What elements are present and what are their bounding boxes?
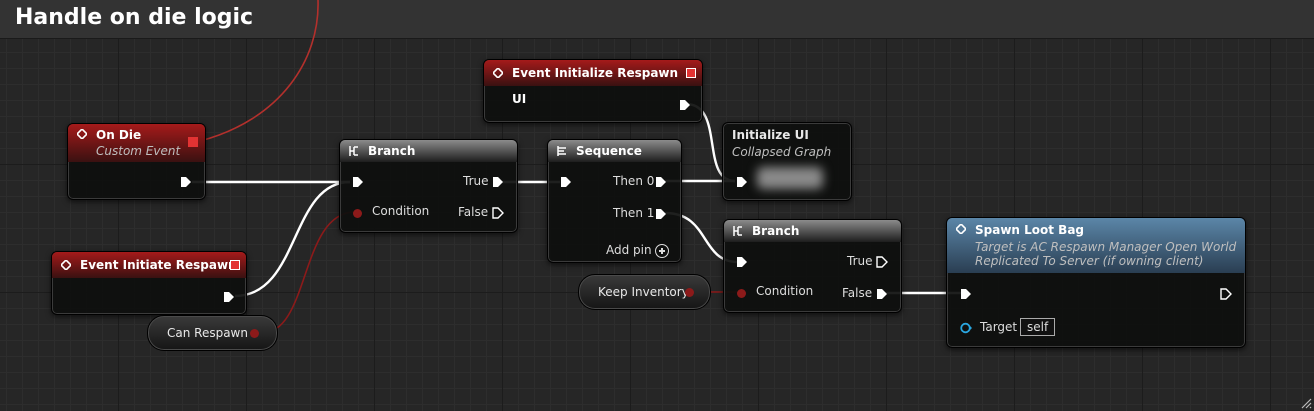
true-label: True [847, 254, 873, 268]
sequence-node[interactable]: Sequence Then 0 Then 1 Add pin [547, 139, 682, 263]
exec-out-pin[interactable] [1220, 288, 1232, 300]
exec-false-pin[interactable] [876, 288, 888, 300]
node-title: Branch [752, 224, 800, 238]
resize-grip-icon[interactable] [1300, 397, 1312, 409]
event-icon [77, 129, 87, 139]
add-pin-label[interactable]: Add pin [606, 243, 652, 257]
node-title: Event Initiate Respawn [80, 258, 237, 272]
node-title: Initialize UI [732, 128, 809, 142]
node-subtitle: Target is AC Respawn Manager Open World [975, 240, 1237, 254]
exec-in-pin[interactable] [960, 288, 972, 300]
variable-label: Can Respawn [167, 326, 248, 340]
then1-label: Then 1 [613, 206, 655, 220]
branch-node[interactable]: Branch Condition True False [339, 139, 518, 233]
then0-pin[interactable] [655, 176, 667, 188]
branch-icon [733, 226, 742, 236]
node-title: Branch [368, 144, 416, 158]
delegate-pin[interactable] [230, 260, 240, 270]
exec-out-pin[interactable] [180, 176, 192, 188]
comment-title: Handle on die logic [15, 5, 254, 30]
function-icon [956, 224, 966, 234]
target-label: Target [980, 320, 1018, 334]
node-title: Spawn Loot Bag [975, 223, 1085, 237]
initialize-ui-node[interactable]: Initialize UI Collapsed Graph [722, 122, 852, 201]
node-subtitle: Replicated To Server (if owning client) [975, 254, 1204, 268]
exec-in-pin[interactable] [560, 176, 572, 188]
then0-label: Then 0 [613, 174, 655, 188]
exec-true-pin[interactable] [876, 256, 888, 268]
branch-icon [349, 146, 358, 156]
false-label: False [458, 205, 489, 219]
reference-wire [199, 0, 319, 142]
blurred-region [757, 167, 823, 189]
can-respawn-variable[interactable]: Can Respawn [147, 315, 278, 351]
exec-out-pin[interactable] [679, 99, 691, 111]
on-die-node[interactable]: On Die Custom Event [67, 123, 206, 200]
exec-out-pin[interactable] [223, 291, 235, 303]
node-subtitle: Custom Event [96, 144, 181, 158]
condition-label: Condition [756, 284, 814, 298]
add-pin-icon[interactable] [655, 244, 669, 258]
branch-node[interactable]: Branch Condition True False [723, 219, 902, 313]
exec-false-pin[interactable] [492, 207, 504, 219]
bool-out-pin[interactable] [250, 329, 259, 338]
bool-out-pin[interactable] [685, 288, 694, 297]
exec-wire-respawn-branch [234, 180, 351, 298]
target-field[interactable]: self [1020, 318, 1056, 336]
delegate-pin[interactable] [686, 68, 696, 78]
sequence-icon [557, 146, 566, 156]
false-label: False [842, 286, 873, 300]
object-pin-icon[interactable] [960, 322, 972, 334]
condition-pin[interactable] [353, 209, 362, 218]
event-initiate-respawn-node[interactable]: Event Initiate Respawn [51, 251, 247, 315]
node-title: Sequence [576, 144, 642, 158]
event-icon [493, 68, 503, 78]
node-title: Event Initialize Respawn UI [512, 66, 679, 106]
event-icon [61, 260, 71, 270]
exec-true-pin[interactable] [492, 176, 504, 188]
node-title: On Die [96, 128, 142, 142]
variable-label: Keep Inventory [598, 285, 689, 299]
exec-in-pin[interactable] [736, 256, 748, 268]
true-label: True [463, 174, 489, 188]
exec-in-pin[interactable] [352, 176, 364, 188]
condition-pin[interactable] [737, 289, 746, 298]
spawn-loot-bag-node[interactable]: Spawn Loot Bag Target is AC Respawn Mana… [946, 217, 1246, 348]
then1-pin[interactable] [655, 208, 667, 220]
node-subtitle: Collapsed Graph [732, 145, 832, 159]
exec-in-pin[interactable] [736, 176, 748, 188]
event-initialize-respawn-ui-node[interactable]: Event Initialize Respawn UI [483, 59, 703, 123]
condition-label: Condition [372, 204, 430, 218]
comment-box-header[interactable]: Handle on die logic [0, 0, 1314, 39]
delegate-pin[interactable] [188, 137, 198, 147]
keep-inventory-variable[interactable]: Keep Inventory [578, 274, 711, 310]
